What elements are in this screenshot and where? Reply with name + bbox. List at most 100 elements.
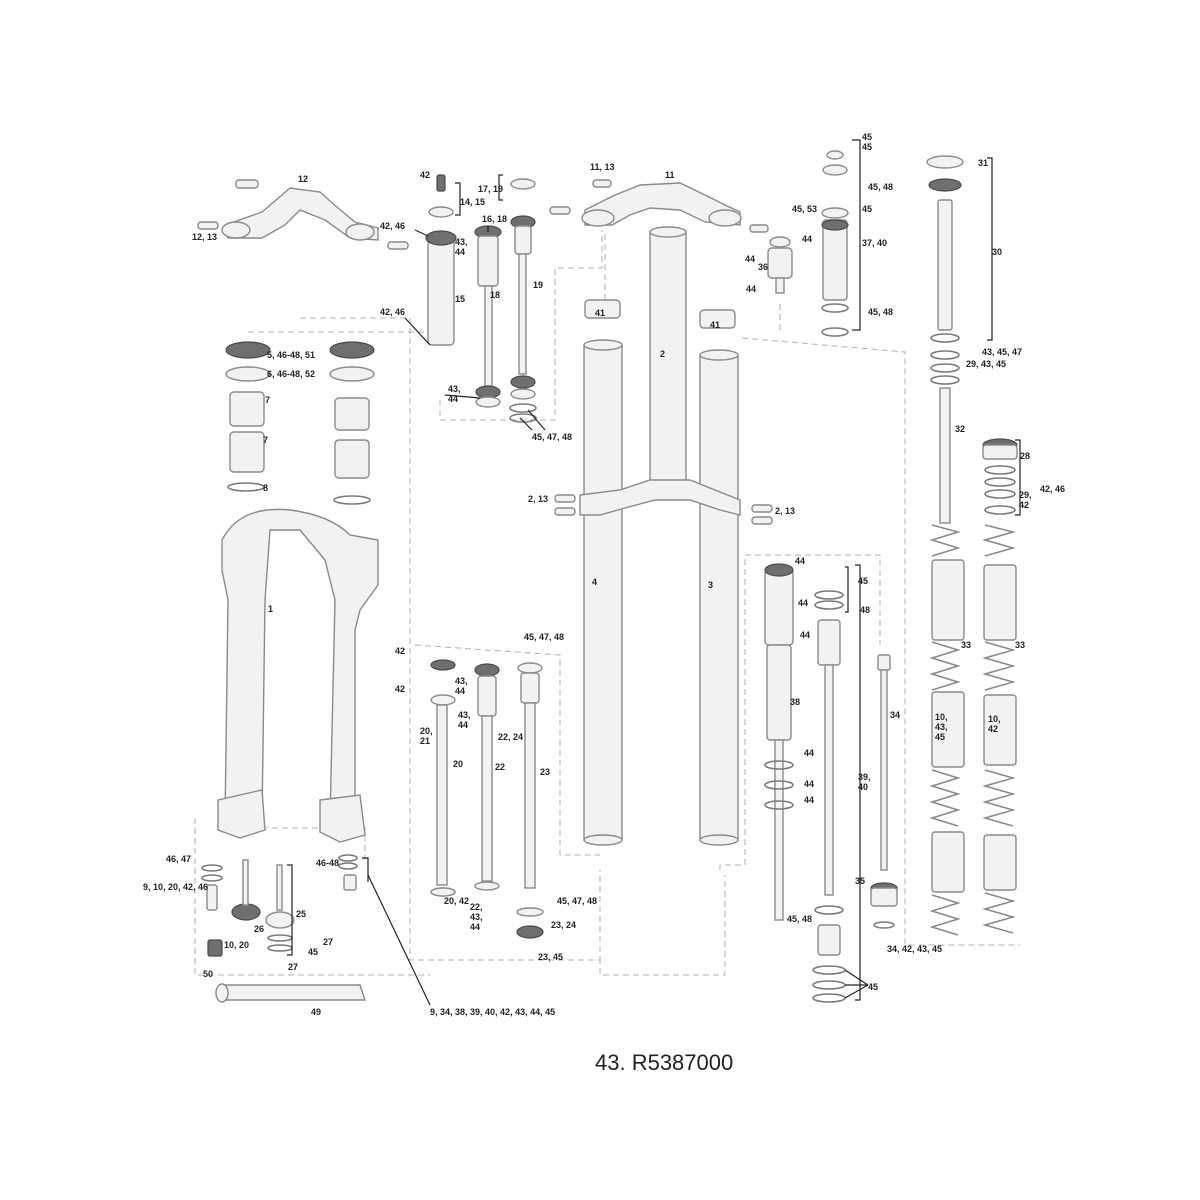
callout-25: 25 bbox=[296, 909, 306, 919]
callout-20: 20 bbox=[453, 759, 463, 769]
callout-30: 30 bbox=[992, 247, 1002, 257]
callout-22-43-44: 22,43,44 bbox=[470, 902, 483, 932]
callout-10-42: 10,42 bbox=[988, 714, 1001, 734]
callout-44d: 44 bbox=[795, 556, 805, 566]
callout-12: 12 bbox=[298, 174, 308, 184]
stanchion-tubes bbox=[583, 226, 739, 846]
callout-46-47: 46, 47 bbox=[166, 854, 191, 864]
callout-11-13: 11, 13 bbox=[590, 162, 615, 172]
callout-16-18: 16, 18 bbox=[482, 214, 507, 224]
callout-9-10: 9, 10, 20, 42, 46 bbox=[143, 882, 208, 892]
callout-22-24: 22, 24 bbox=[498, 732, 523, 742]
callout-45f: 45 bbox=[868, 982, 878, 992]
callout-26: 26 bbox=[254, 924, 264, 934]
callout-45e: 45 bbox=[308, 947, 318, 957]
callout-45d: 45 bbox=[858, 576, 868, 586]
air-spring-cartridge bbox=[404, 174, 457, 346]
callout-29-43-45: 29, 43, 45 bbox=[966, 359, 1006, 369]
callout-20-21: 20,21 bbox=[420, 726, 433, 746]
callout-46-48: 46-48 bbox=[316, 858, 339, 868]
callout-37-40: 37, 40 bbox=[862, 238, 887, 248]
lower-left-small-parts bbox=[201, 854, 366, 1003]
callout-14-15: 14, 15 bbox=[460, 197, 485, 207]
callout-7b: 7 bbox=[263, 435, 268, 445]
callout-18: 18 bbox=[490, 290, 500, 300]
callout-32: 32 bbox=[955, 424, 965, 434]
callout-42b: 42 bbox=[395, 646, 405, 656]
callout-33b: 33 bbox=[1015, 640, 1025, 650]
callout-43-44a: 43,44 bbox=[455, 237, 468, 257]
crown-left bbox=[197, 179, 409, 250]
callout-38: 38 bbox=[790, 697, 800, 707]
callout-19: 19 bbox=[533, 280, 543, 290]
damper-shafts-top bbox=[474, 178, 537, 423]
callout-23-24: 23, 24 bbox=[551, 920, 576, 930]
callout-43-44c: 43,44 bbox=[455, 676, 468, 696]
callout-43-45-47: 43, 45, 47 bbox=[982, 347, 1022, 357]
coil-spring-assembly bbox=[926, 155, 1018, 936]
callout-42-46a: 42, 46 bbox=[380, 221, 405, 231]
shaft-34 bbox=[870, 654, 898, 929]
callout-5: 5, 46-48, 51 bbox=[267, 350, 315, 360]
callout-41b: 41 bbox=[710, 320, 720, 330]
callout-45a: 45 bbox=[862, 132, 872, 142]
callout-43-44b: 43,44 bbox=[448, 384, 461, 404]
lower-legs bbox=[217, 341, 379, 843]
callout-28: 28 bbox=[1020, 451, 1030, 461]
part-caption: 43. R5387000 bbox=[595, 1050, 733, 1075]
callout-2: 2 bbox=[660, 349, 665, 359]
callout-34-42: 34, 42, 43, 45 bbox=[887, 944, 942, 954]
damper-rods-middle bbox=[430, 659, 544, 939]
callout-44a: 44 bbox=[802, 234, 812, 244]
callout-34a: 34 bbox=[890, 710, 900, 720]
callout-44g: 44 bbox=[804, 748, 814, 758]
callout-50: 50 bbox=[203, 969, 213, 979]
callout-10-43-45: 10,43,45 bbox=[935, 712, 948, 742]
lower-crown bbox=[554, 479, 773, 525]
callout-33a: 33 bbox=[961, 640, 971, 650]
callout-49: 49 bbox=[311, 1007, 321, 1017]
callout-23: 23 bbox=[540, 767, 550, 777]
callout-45-53: 45, 53 bbox=[792, 204, 817, 214]
callout-27a: 27 bbox=[323, 937, 333, 947]
damper-right bbox=[764, 563, 846, 1003]
assembly-guide-lines bbox=[194, 230, 1020, 976]
callout-42-46c: 42, 46 bbox=[1040, 484, 1065, 494]
callout-39-40: 39,40 bbox=[858, 772, 871, 792]
callout-44e: 44 bbox=[798, 598, 808, 608]
callout-44b: 44 bbox=[745, 254, 755, 264]
callout-42c: 42 bbox=[395, 684, 405, 694]
callout-4: 4 bbox=[592, 577, 597, 587]
callout-9-34: 9, 34, 38, 39, 40, 42, 43, 44, 45 bbox=[430, 1007, 555, 1017]
callout-15: 15 bbox=[455, 294, 465, 304]
callout-2-13a: 2, 13 bbox=[528, 494, 548, 504]
callout-45c: 45 bbox=[862, 204, 872, 214]
callout-45b: 45 bbox=[862, 142, 872, 152]
callout-44f: 44 bbox=[800, 630, 810, 640]
callout-29-42: 29,42 bbox=[1019, 490, 1032, 510]
crown-right bbox=[549, 179, 769, 233]
callout-31: 31 bbox=[978, 158, 988, 168]
callout-12-13: 12, 13 bbox=[192, 232, 217, 242]
callout-7a: 7 bbox=[265, 395, 270, 405]
callout-36: 36 bbox=[758, 262, 768, 272]
callout-3: 3 bbox=[708, 580, 713, 590]
callout-6: 6, 46-48, 52 bbox=[267, 369, 315, 379]
callout-22: 22 bbox=[495, 762, 505, 772]
callout-10-20: 10, 20 bbox=[224, 940, 249, 950]
callout-1: 1 bbox=[268, 604, 273, 614]
callout-42-46b: 42, 46 bbox=[380, 307, 405, 317]
callout-44h: 44 bbox=[804, 779, 814, 789]
callout-45-48a: 45, 48 bbox=[868, 182, 893, 192]
callout-20-42: 20, 42 bbox=[444, 896, 469, 906]
callout-41a: 41 bbox=[595, 308, 605, 318]
callout-45-47-48c: 45, 47, 48 bbox=[557, 896, 597, 906]
callout-45-48b: 45, 48 bbox=[868, 307, 893, 317]
callout-43-44d: 43,44 bbox=[458, 710, 471, 730]
callout-44c: 44 bbox=[746, 284, 756, 294]
callout-8: 8 bbox=[263, 483, 268, 493]
callout-17-19: 17, 19 bbox=[478, 184, 503, 194]
callout-2-13b: 2, 13 bbox=[775, 506, 795, 516]
